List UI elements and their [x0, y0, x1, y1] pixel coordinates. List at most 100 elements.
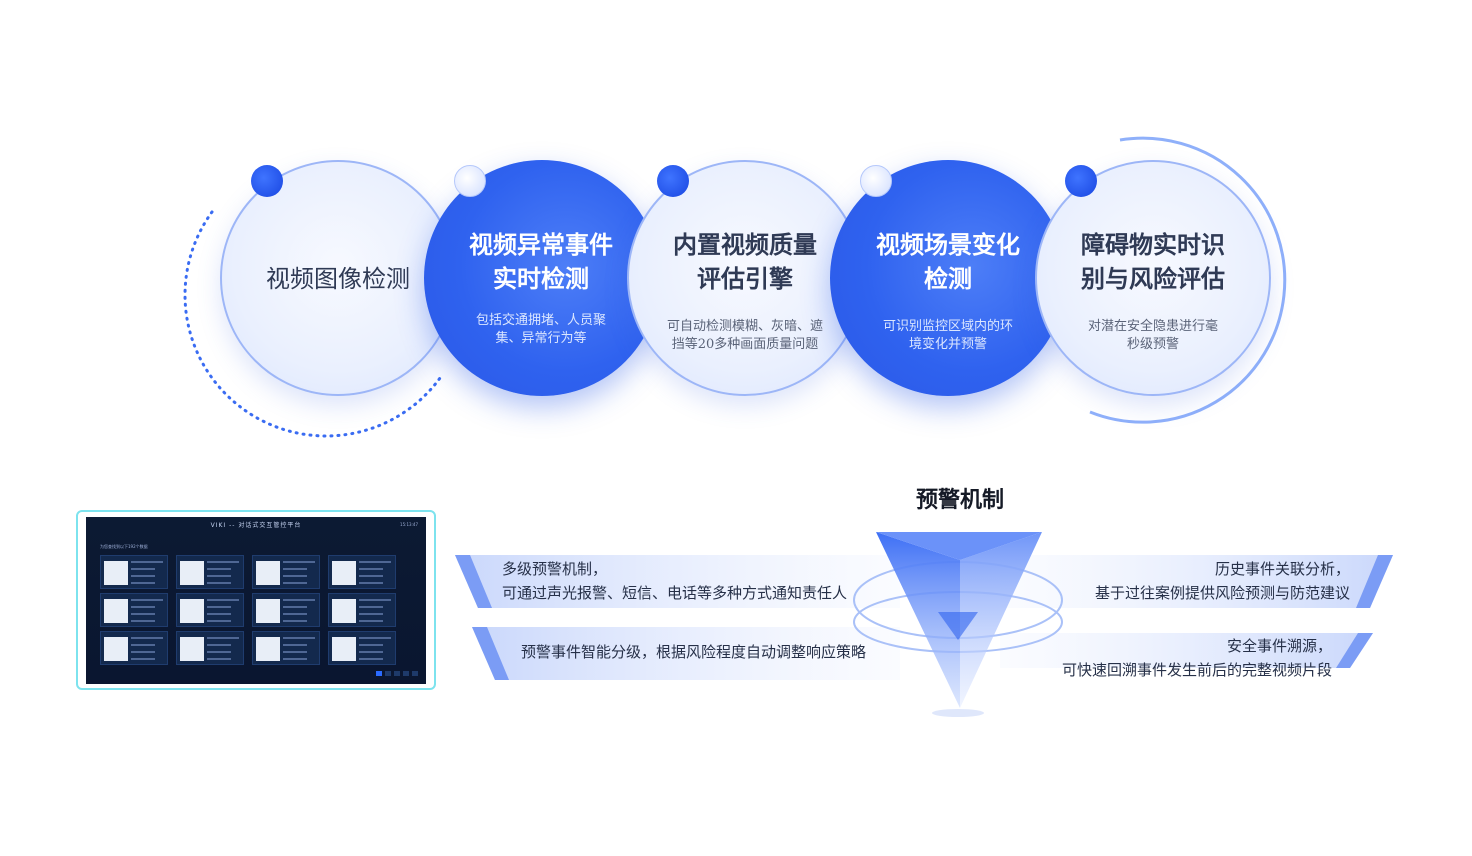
result-text-line — [131, 561, 163, 563]
circle-3-title-line-1: 内置视频质量 — [673, 231, 817, 259]
result-text-line — [131, 613, 155, 615]
result-text-line — [359, 637, 391, 639]
band-left-1-edge — [455, 555, 492, 608]
band-left-1 — [455, 555, 900, 608]
result-card[interactable] — [176, 555, 244, 589]
result-text-line — [283, 658, 307, 660]
circle-5-title-line-2: 别与风险评估 — [1081, 265, 1225, 293]
result-thumbnail — [332, 637, 356, 661]
outer-ring-arc — [1089, 136, 1287, 424]
page-button[interactable] — [376, 671, 382, 676]
platform-time: 15:13:47 — [400, 522, 418, 527]
circle-4-title-line-1: 视频场景变化 — [876, 231, 1020, 259]
result-text-line — [283, 582, 307, 584]
platform-pager[interactable] — [376, 671, 418, 676]
circle-2-desc-line-1: 包括交通拥堵、人员聚 — [475, 313, 606, 328]
circle-4-title: 视频场景变化 检测 — [848, 228, 1048, 296]
warning-right-item-1: 历史事件关联分析， 基于过往案例提供风险预测与防范建议 — [1095, 557, 1350, 605]
result-text-line — [131, 582, 155, 584]
circle-4-desc-line-1: 可识别监控区域内的环 — [882, 319, 1013, 334]
result-text-line — [207, 599, 239, 601]
page-button[interactable] — [394, 671, 400, 676]
result-card[interactable] — [100, 631, 168, 665]
result-card[interactable] — [252, 555, 320, 589]
result-text-line — [207, 582, 231, 584]
page-button[interactable] — [403, 671, 409, 676]
result-text-line — [359, 575, 383, 577]
pyramid-core — [938, 612, 978, 640]
result-thumbnail — [180, 561, 204, 585]
result-text-line — [359, 606, 383, 608]
result-text-line — [207, 606, 231, 608]
band-right-2-edge — [1336, 633, 1373, 668]
result-card[interactable] — [328, 593, 396, 627]
warning-left-item-2: 预警事件智能分级，根据风险程度自动调整响应策略 — [521, 640, 866, 664]
band-left-2-edge — [472, 627, 509, 680]
circle-4-title-line-2: 检测 — [924, 265, 972, 293]
circle-2-desc-line-2: 集、异常行为等 — [495, 331, 587, 346]
result-text-line — [359, 658, 383, 660]
circle-2-title-line-2: 实时检测 — [493, 265, 589, 293]
result-card[interactable] — [176, 631, 244, 665]
page-button[interactable] — [412, 671, 418, 676]
circle-5-desc: 对潜在安全隐患进行毫 秒级预警 — [1063, 318, 1243, 354]
result-text-line — [283, 651, 307, 653]
result-card[interactable] — [328, 631, 396, 665]
band-right-2 — [1000, 633, 1373, 668]
result-thumbnail — [104, 599, 128, 623]
circle-3-desc-line-2: 挡等20多种画面质量问题 — [671, 337, 819, 352]
result-text-line — [207, 620, 231, 622]
result-thumbnail — [256, 599, 280, 623]
result-text-line — [207, 561, 239, 563]
result-text-line — [359, 613, 383, 615]
result-text-line — [131, 637, 163, 639]
result-card[interactable] — [100, 593, 168, 627]
result-thumbnail — [180, 599, 204, 623]
result-thumbnail — [180, 637, 204, 661]
result-text-line — [207, 637, 239, 639]
circle-4-desc-line-2: 境变化并预警 — [908, 337, 987, 352]
circle-4-desc: 可识别监控区域内的环 境变化并预警 — [858, 318, 1038, 354]
warning-left-item-2-line-1: 预警事件智能分级，根据风险程度自动调整响应策略 — [521, 643, 867, 661]
circle-3-desc: 可自动检测模糊、灰暗、遮 挡等20多种画面质量问题 — [655, 318, 835, 354]
result-text-line — [207, 568, 231, 570]
circle-5-title: 障碍物实时识 别与风险评估 — [1053, 228, 1253, 296]
band-right-1 — [1000, 555, 1393, 608]
circle-abnormal-event-detection — [424, 160, 660, 396]
result-card[interactable] — [100, 555, 168, 589]
result-card[interactable] — [252, 593, 320, 627]
warning-right-item-1-line-1: 历史事件关联分析， — [1214, 560, 1350, 578]
band-right-1-edge — [1356, 555, 1393, 608]
result-text-line — [131, 658, 155, 660]
result-text-line — [207, 651, 231, 653]
circle-1-title-line-1: 视频图像检测 — [266, 265, 410, 293]
warning-title: 预警机制 — [915, 488, 1004, 513]
dot-marker-2 — [454, 165, 486, 197]
result-text-line — [359, 651, 383, 653]
result-text-line — [359, 582, 383, 584]
result-text-line — [207, 658, 231, 660]
circle-2-desc: 包括交通拥堵、人员聚 集、异常行为等 — [451, 312, 631, 348]
result-text-line — [283, 606, 307, 608]
circle-scene-change-detection — [830, 160, 1066, 396]
warning-right-item-2-line-2: 可快速回溯事件发生前后的完整视频片段 — [1061, 661, 1332, 679]
result-text-line — [283, 575, 307, 577]
result-text-line — [359, 644, 383, 646]
result-card[interactable] — [252, 631, 320, 665]
result-card[interactable] — [176, 593, 244, 627]
result-text-line — [359, 561, 391, 563]
result-card[interactable] — [328, 555, 396, 589]
circle-1-title: 视频图像检测 — [238, 262, 438, 296]
result-text-line — [359, 568, 383, 570]
circle-5-desc-line-2: 秒级预警 — [1126, 337, 1179, 352]
result-text-line — [283, 561, 315, 563]
result-text-line — [131, 620, 155, 622]
band-left-2 — [472, 627, 900, 680]
dot-marker-4 — [860, 165, 892, 197]
result-text-line — [359, 599, 391, 601]
result-text-line — [359, 620, 383, 622]
page-button[interactable] — [385, 671, 391, 676]
result-thumbnail — [104, 637, 128, 661]
warning-right-item-2: 安全事件溯源， 可快速回溯事件发生前后的完整视频片段 — [1062, 634, 1332, 682]
